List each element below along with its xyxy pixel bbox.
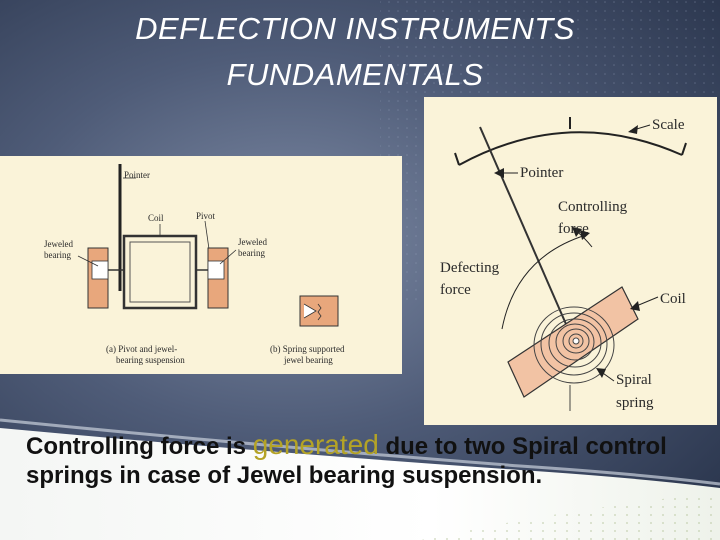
figure-pivot-jewel-bearing: Pointer Coil Pivot Jeweled bearing Jewel… — [0, 156, 402, 374]
label-deflecting-2: force — [440, 282, 471, 298]
label-pointer: Pointer — [124, 170, 150, 180]
highlighted-word: generated — [252, 429, 379, 460]
right-jewel — [207, 260, 225, 280]
deflecting-force-arrowhead — [580, 230, 590, 240]
scale-tick-right — [681, 142, 687, 156]
spring-coil-icon — [317, 303, 322, 321]
body-part-2: due to two Spiral control springs in cas… — [26, 433, 667, 489]
body-part-1: Controlling force is — [26, 433, 253, 460]
deflecting-force-arc — [501, 234, 587, 330]
spiral-spring-rings — [533, 306, 615, 384]
right-bearing-leader — [219, 249, 237, 265]
title-line-1: DEFLECTION INSTRUMENTS — [135, 11, 575, 46]
coil-inner — [129, 241, 191, 303]
pointer-needle — [479, 126, 577, 348]
coil-frame — [122, 234, 198, 310]
label-coil: Coil — [148, 213, 164, 223]
label-scale: Scale — [652, 117, 685, 133]
caption-b-line-2: jewel bearing — [283, 355, 333, 365]
caption-a-line-2: bearing suspension — [116, 355, 185, 365]
coil-arrowhead — [630, 301, 640, 311]
label-jeweled-left-1: Jeweled — [44, 239, 73, 249]
label-jeweled-right-1: Jeweled — [238, 237, 267, 247]
caption-b-line-1: (b) Spring supported — [270, 344, 345, 354]
left-bearing-leader — [77, 255, 99, 267]
label-pointer: Pointer — [520, 165, 563, 181]
spiral-arrowhead — [596, 368, 606, 378]
label-spiral-1: Spiral — [616, 372, 652, 388]
figure-spiral-spring-control: Scale Pointer Controlling force Defectin… — [424, 97, 717, 425]
label-jeweled-left-2: bearing — [44, 250, 71, 260]
body-paragraph: Controlling force is generated due to tw… — [26, 430, 706, 490]
label-jeweled-right-2: bearing — [238, 248, 265, 258]
left-jewel — [91, 260, 109, 280]
scale-arc — [458, 131, 683, 166]
scale-tick-left — [454, 152, 460, 166]
scale-arrowhead — [628, 125, 638, 134]
spring-bearing-jewel — [303, 303, 317, 319]
pointer-arrowhead — [494, 168, 504, 178]
label-spiral-2: spring — [616, 395, 654, 411]
label-deflecting-1: Defecting — [440, 260, 500, 276]
label-pivot: Pivot — [196, 211, 216, 221]
title-line-2: FUNDAMENTALS — [226, 57, 484, 92]
label-coil: Coil — [660, 291, 686, 307]
slide-title: DEFLECTION INSTRUMENTS FUNDAMENTALS — [60, 6, 650, 98]
caption-a-line-1: (a) Pivot and jewel- — [106, 344, 177, 354]
controlling-force-arrowhead — [572, 227, 582, 237]
label-controlling-1: Controlling — [558, 199, 628, 215]
